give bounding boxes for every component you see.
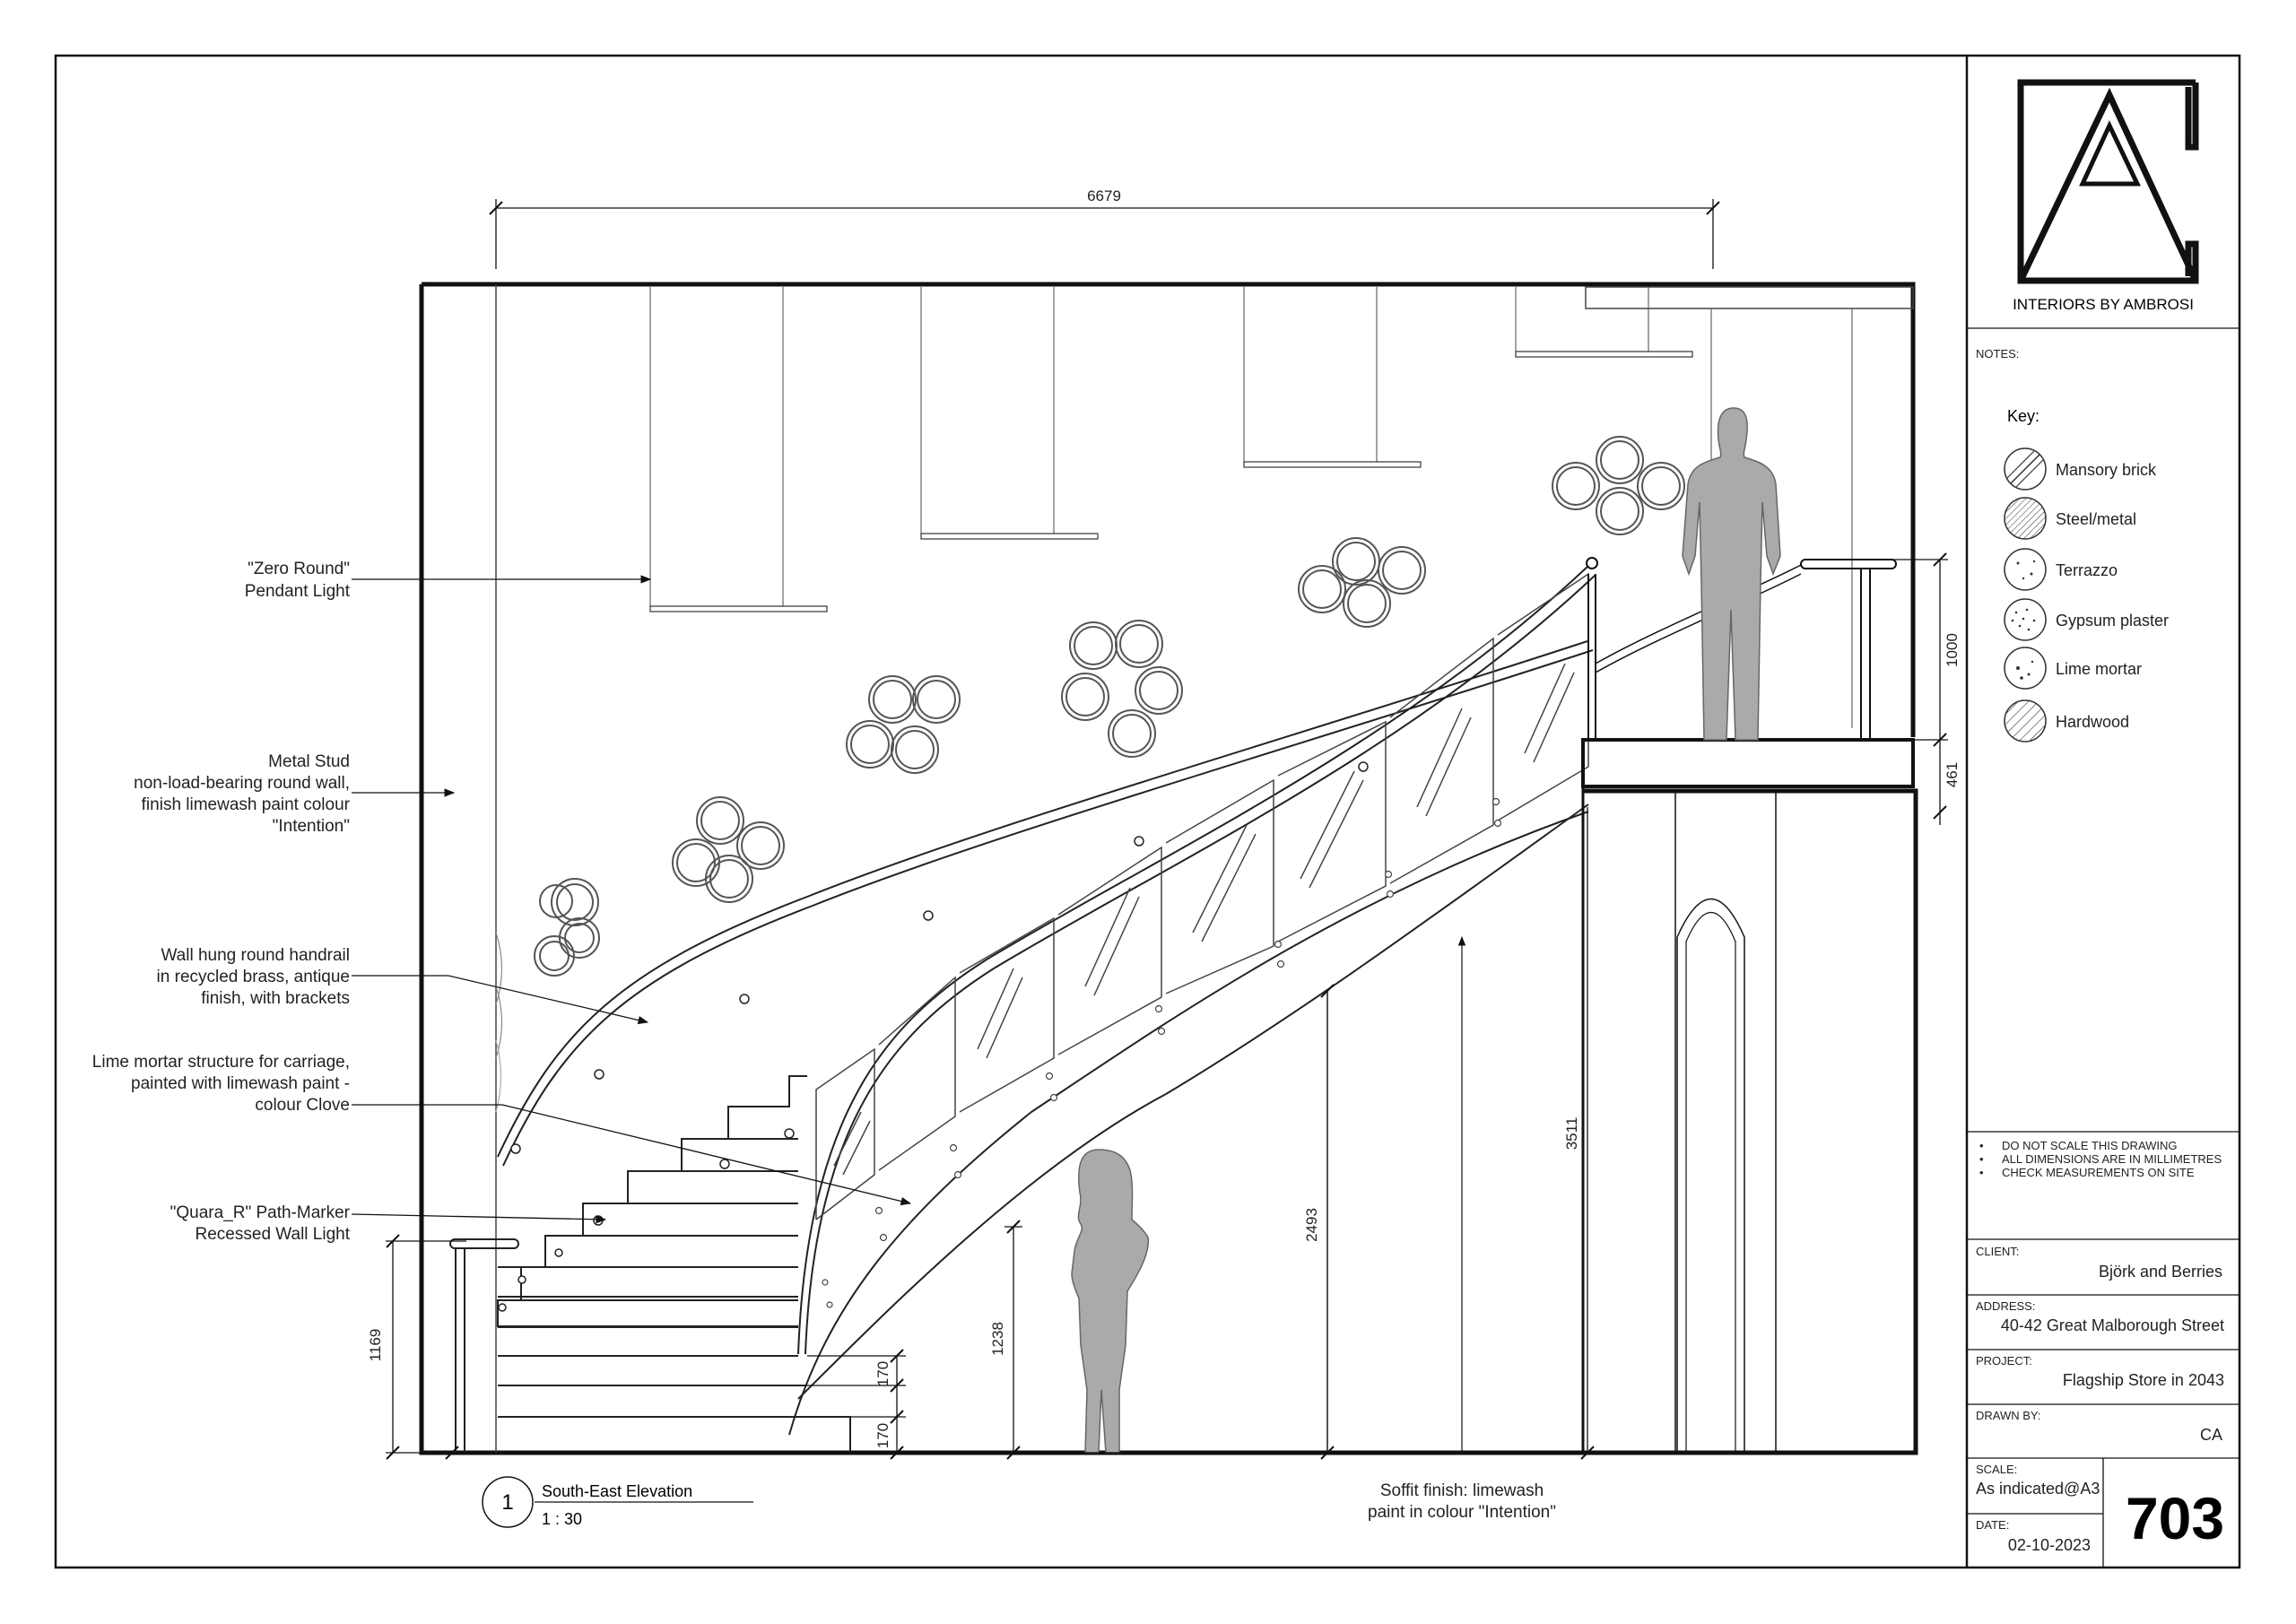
dim-6679: 6679 — [1087, 187, 1121, 204]
firm-logo — [2017, 79, 2199, 284]
drawn-by-value: CA — [2200, 1426, 2222, 1444]
firm-name: INTERIORS BY AMBROSI — [2013, 296, 2194, 313]
annotation-mortar-1: Lime mortar structure for carriage, — [92, 1053, 350, 1072]
stair-treads — [497, 1075, 851, 1453]
dim-2493: 2493 — [1303, 1208, 1320, 1242]
person-silhouettes — [1071, 407, 1781, 1454]
overall-dimension — [489, 199, 1720, 269]
soffit-note-2: paint in colour "Intention" — [1368, 1503, 1556, 1522]
annotations: "Zero Round" Pendant Light Metal Stud no… — [92, 560, 1556, 1522]
address-value: 40-42 Great Malborough Street — [2001, 1316, 2224, 1334]
dim-3511: 3511 — [1563, 1117, 1580, 1151]
pendant-lights — [649, 287, 1693, 612]
key-item-lime-mortar: Lime mortar — [2004, 647, 2142, 690]
project-value: Flagship Store in 2043 — [2063, 1371, 2224, 1389]
annotation-leaders — [351, 575, 912, 1224]
svg-text:•: • — [1979, 1139, 1984, 1152]
dim-170-upper: 170 — [874, 1361, 891, 1386]
glass-panels — [815, 572, 1589, 1220]
svg-text:•: • — [1979, 1152, 1984, 1166]
client-label: CLIENT: — [1976, 1245, 2019, 1258]
low-handrail — [449, 1238, 519, 1453]
key-item-steel-metal: Steel/metal — [2004, 497, 2136, 540]
view-title: South-East Elevation — [542, 1482, 692, 1500]
date-value: 02-10-2023 — [2008, 1536, 2091, 1554]
annotation-stud-4: "Intention" — [273, 817, 350, 836]
annotation-stud-3: finish limewash paint colour — [142, 795, 351, 814]
drawn-by-label: DRAWN BY: — [1976, 1409, 2040, 1422]
svg-text:Gypsum plaster: Gypsum plaster — [2056, 612, 2169, 630]
key-item-terrazzo: Terrazzo — [2004, 548, 2118, 591]
dim-1238: 1238 — [989, 1322, 1006, 1356]
key-item-gypsum-plaster: Gypsum plaster — [2004, 598, 2169, 641]
dim-170-lower: 170 — [874, 1423, 891, 1448]
annotation-mortar-2: painted with limewash paint - — [131, 1074, 350, 1093]
svg-text:Lime mortar: Lime mortar — [2056, 660, 2142, 678]
annotation-handrail-2: in recycled brass, antique — [157, 968, 350, 986]
dim-1169: 1169 — [367, 1329, 384, 1362]
title-block: INTERIORS BY AMBROSI NOTES: Key: Mansory… — [1967, 79, 2239, 1568]
svg-text:Terrazzo: Terrazzo — [2056, 561, 2118, 579]
annotation-stud-1: Metal Stud — [268, 752, 350, 771]
svg-text:Steel/metal: Steel/metal — [2056, 510, 2136, 528]
view-scale: 1 : 30 — [542, 1510, 582, 1528]
annotation-stud-2: non-load-bearing round wall, — [134, 774, 350, 793]
address-label: ADDRESS: — [1976, 1299, 2035, 1313]
annotation-handrail-3: finish, with brackets — [201, 989, 350, 1008]
bottom-dimension — [422, 1446, 1595, 1460]
date-label: DATE: — [1976, 1518, 2009, 1532]
general-notes: • DO NOT SCALE THIS DRAWING • ALL DIMENS… — [1979, 1139, 2222, 1179]
dim-1000: 1000 — [1944, 633, 1961, 667]
annotation-pathmarker-2: Recessed Wall Light — [196, 1225, 351, 1244]
sheet-number: 703 — [2126, 1485, 2224, 1551]
annotation-handrail-1: Wall hung round handrail — [161, 946, 350, 965]
soffit-note-1: Soffit finish: limewash — [1380, 1481, 1544, 1500]
annotation-pathmarker-1: "Quara_R" Path-Marker — [170, 1203, 351, 1222]
scale-value: As indicated@A3 — [1976, 1480, 2100, 1498]
scale-label: SCALE: — [1976, 1463, 2017, 1476]
svg-text:CHECK MEASUREMENTS ON SITE: CHECK MEASUREMENTS ON SITE — [2002, 1166, 2195, 1179]
sheet-border — [54, 54, 2241, 1569]
annotation-mortar-3: colour Clove — [255, 1096, 350, 1115]
dim-461: 461 — [1944, 762, 1961, 787]
key-item-mansory-brick: Mansory brick — [2004, 447, 2157, 491]
elevation-drawing: 6679 1169 170 — [92, 187, 1961, 1528]
annotation-pendant-1: "Zero Round" — [248, 560, 350, 578]
notes-label: NOTES: — [1976, 347, 2019, 360]
key-label: Key: — [2007, 407, 2039, 425]
view-number: 1 — [501, 1490, 513, 1515]
key-item-hardwood: Hardwood — [2004, 699, 2129, 743]
wall-ring-lights — [534, 436, 1685, 977]
svg-text:Hardwood: Hardwood — [2056, 713, 2129, 731]
material-key: Mansory brick Steel/metal Terrazzo Gypsu… — [2004, 447, 2169, 743]
annotation-pendant-2: Pendant Light — [245, 582, 351, 601]
svg-text:•: • — [1979, 1166, 1984, 1179]
title-fields: CLIENT: Björk and Berries ADDRESS: 40-42… — [1976, 1245, 2224, 1554]
svg-text:Mansory brick: Mansory brick — [2056, 461, 2157, 479]
client-value: Björk and Berries — [2099, 1263, 2222, 1281]
view-label: 1 South-East Elevation 1 : 30 — [482, 1476, 753, 1528]
wall-handrail — [497, 640, 1594, 1167]
project-label: PROJECT: — [1976, 1354, 2032, 1368]
svg-text:ALL DIMENSIONS ARE IN MILLIMET: ALL DIMENSIONS ARE IN MILLIMETRES — [2002, 1152, 2222, 1166]
svg-text:DO NOT SCALE THIS DRAWING: DO NOT SCALE THIS DRAWING — [2002, 1139, 2178, 1152]
